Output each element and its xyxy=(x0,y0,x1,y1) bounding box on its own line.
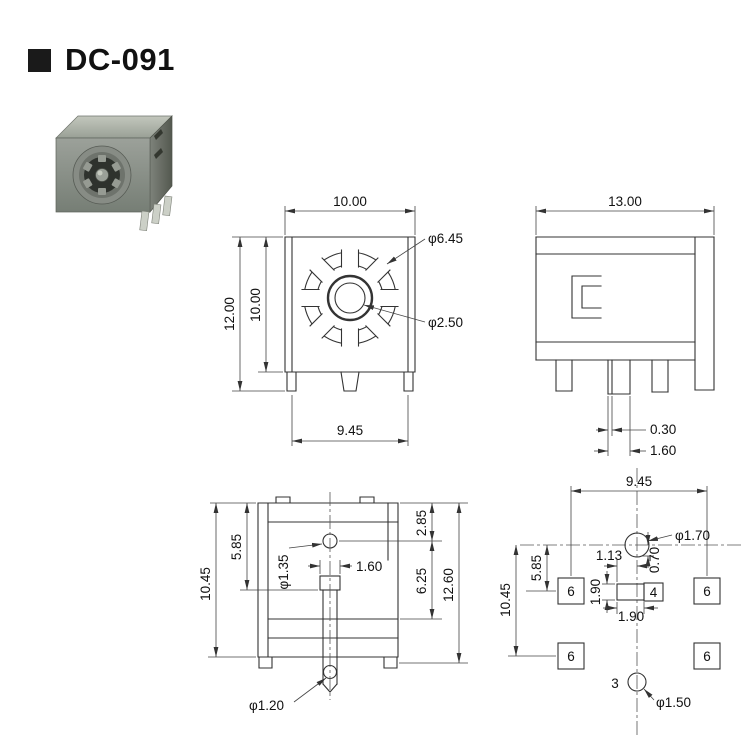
dim-side-pin-thickness: 0.30 xyxy=(650,422,676,437)
dim-profile-height-outer-right: 12.60 xyxy=(441,568,456,602)
dim-profile-slot-width: 1.60 xyxy=(356,559,382,574)
page-title: DC-091 xyxy=(28,42,175,78)
pcb-features xyxy=(557,532,721,692)
profile-view: 5.85 10.45 2.85 6.25 12.60 φ1.35 1.60 φ1… xyxy=(198,492,468,713)
dim-front-height-outer: 12.00 xyxy=(222,297,237,331)
dim-profile-height-outer-left: 10.45 xyxy=(198,567,213,601)
front-view-body xyxy=(284,236,416,392)
side-view-body xyxy=(535,236,715,395)
pcb-pad-label-top-right: 6 xyxy=(703,584,711,599)
dim-profile-hole-to-step: 6.25 xyxy=(414,568,429,594)
dim-pcb-height-inner: 5.85 xyxy=(529,555,544,581)
dim-profile-top-to-hole: 2.85 xyxy=(414,510,429,536)
profile-view-body xyxy=(257,496,399,693)
dim-side-width-top: 13.00 xyxy=(608,194,642,209)
dim-profile-height-inner-left: 5.85 xyxy=(229,534,244,560)
title-marker-icon xyxy=(28,48,51,72)
profile-view-dim-lines xyxy=(208,502,468,703)
dim-pcb-offset-x: 1.13 xyxy=(596,548,622,563)
pcb-pin-label: 3 xyxy=(611,676,619,691)
dim-pcb-dia-hole-top: φ1.70 xyxy=(675,528,710,543)
front-view-rings xyxy=(300,248,400,348)
solder-pins xyxy=(139,195,173,232)
pcb-layout-view: 9.45 10.45 5.85 φ1.70 1.13 0.70 1.90 1.9… xyxy=(498,468,742,738)
dim-profile-dia-hole-top: φ1.35 xyxy=(276,554,291,589)
jack-opening xyxy=(72,145,132,205)
dim-pcb-dia-hole-bottom: φ1.50 xyxy=(656,695,691,710)
dim-front-dia-ring: φ6.45 xyxy=(428,231,463,246)
pcb-pad-label-bottom-right: 6 xyxy=(703,649,711,664)
side-view-dim-lines xyxy=(535,206,715,456)
front-view-dim-lines xyxy=(232,206,426,446)
pcb-pad-center-label: 4 xyxy=(650,585,658,600)
dim-profile-dia-hole-bottom: φ1.20 xyxy=(249,698,284,713)
dim-pcb-width-top: 9.45 xyxy=(626,474,652,489)
component-photo xyxy=(55,115,173,232)
part-number: DC-091 xyxy=(65,42,175,77)
dim-front-width-top: 10.00 xyxy=(333,194,367,209)
pcb-dim-lines xyxy=(508,486,708,701)
dim-pcb-slot-width: 1.90 xyxy=(618,609,644,624)
dim-front-height-inner: 10.00 xyxy=(248,288,263,322)
front-view: 10.00 12.00 10.00 φ6.45 φ2.50 9.45 xyxy=(222,194,463,446)
dim-pcb-offset-y: 0.70 xyxy=(647,547,662,573)
dim-front-dia-pin-hole: φ2.50 xyxy=(428,315,463,330)
ring-notches xyxy=(300,248,400,348)
dim-pcb-height-outer: 10.45 xyxy=(498,583,513,617)
pcb-pad-label-bottom-left: 6 xyxy=(567,649,575,664)
pcb-pad-label-top-left: 6 xyxy=(567,584,575,599)
dim-pcb-slot-height: 1.90 xyxy=(588,579,603,605)
side-view: 13.00 0.30 1.60 xyxy=(535,194,715,458)
dim-side-pin-width: 1.60 xyxy=(650,443,676,458)
dim-front-width-bottom: 9.45 xyxy=(337,423,363,438)
